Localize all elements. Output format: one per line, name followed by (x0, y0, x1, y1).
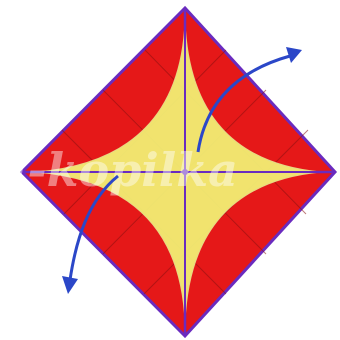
watermark: l-kopilka (10, 143, 238, 197)
